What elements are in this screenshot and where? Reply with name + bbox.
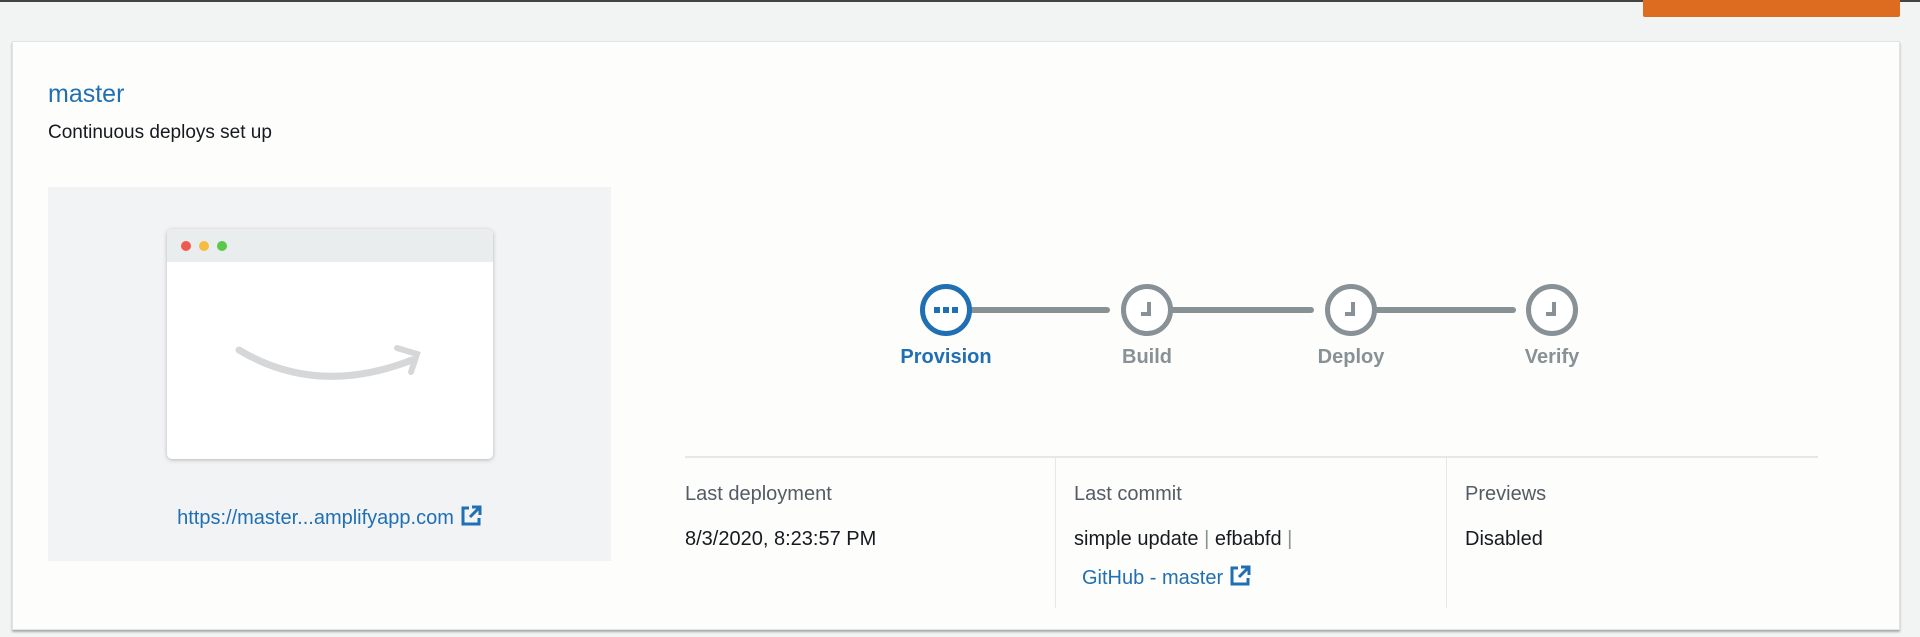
step-connector [1164, 307, 1314, 313]
external-link-icon [1230, 565, 1251, 586]
app-url-link[interactable]: https://master...amplifyapp.com [177, 505, 482, 529]
step-connector [1368, 307, 1516, 313]
last-deployment-label: Last deployment [685, 483, 832, 505]
step-build-icon [1121, 284, 1173, 336]
step-deploy-icon [1325, 284, 1377, 336]
clock-icon [1345, 302, 1355, 316]
github-branch-link[interactable]: GitHub - master [1082, 565, 1251, 589]
deployment-stepper: Provision Build Deploy Verify [883, 270, 1583, 390]
previews-section: Previews Disabled [1446, 458, 1818, 608]
clock-icon [1141, 302, 1151, 316]
site-preview: https://master...amplifyapp.com [48, 187, 611, 561]
previews-value: Disabled [1465, 528, 1543, 550]
step-connector [962, 307, 1110, 313]
commit-message: simple update [1074, 528, 1199, 550]
primary-action-button[interactable] [1643, 0, 1900, 17]
step-label-provision: Provision [900, 346, 992, 368]
separator: | [1204, 528, 1210, 550]
separator: | [1287, 528, 1293, 550]
commit-hash: efbabfd [1214, 528, 1282, 550]
step-label-verify: Verify [1524, 346, 1580, 368]
last-commit-label: Last commit [1074, 483, 1182, 505]
branch-card: master Continuous deploys set up https:/… [12, 41, 1900, 630]
browser-thumbnail [167, 229, 493, 459]
last-commit-section: Last commit simple update | efbabfd | Gi… [1055, 458, 1446, 608]
last-deployment-section: Last deployment 8/3/2020, 8:23:57 PM [685, 458, 1055, 608]
branch-name-link[interactable]: master [48, 80, 125, 108]
step-label-deploy: Deploy [1317, 346, 1385, 368]
previews-label: Previews [1465, 483, 1547, 505]
last-deployment-value: 8/3/2020, 8:23:57 PM [685, 528, 877, 550]
external-link-icon [461, 505, 482, 526]
deployment-info: Last deployment 8/3/2020, 8:23:57 PM Las… [685, 456, 1818, 621]
amazon-smile-logo [235, 345, 421, 380]
step-provision-icon [920, 284, 972, 336]
branch-status: Continuous deploys set up [48, 122, 272, 143]
top-border [0, 0, 1920, 2]
github-link-text: GitHub - master [1082, 567, 1224, 589]
step-verify-icon [1526, 284, 1578, 336]
app-url: https://master...amplifyapp.com [177, 507, 454, 529]
ellipsis-icon [934, 307, 958, 313]
clock-icon [1546, 302, 1556, 316]
step-label-build: Build [1122, 346, 1172, 368]
